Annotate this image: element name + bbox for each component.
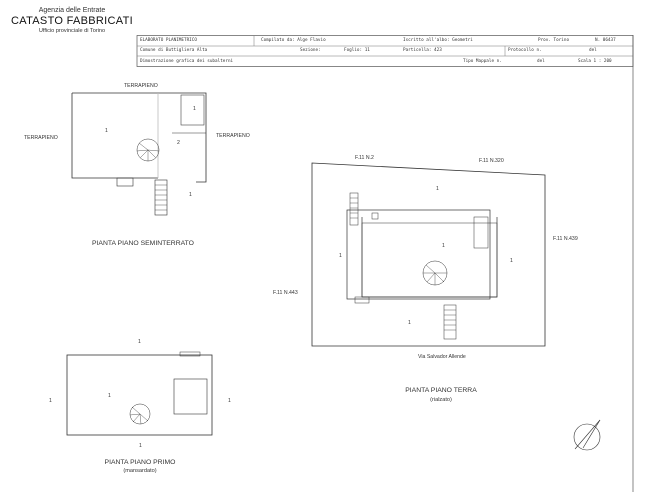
plan-seminterrato (71, 92, 207, 216)
plan-title-seminterrato: PIANTA PIANO SEMINTERRATO (92, 240, 194, 247)
sub-number: 1 (436, 186, 439, 192)
sub-number: 1 (108, 393, 111, 399)
plan-title-terra: PIANTA PIANO TERRA (405, 387, 477, 394)
map-date-label: del (537, 59, 545, 64)
parcel-number: Particella: 423 (403, 48, 442, 53)
street-name: Via Salvador Allende (418, 354, 466, 360)
sub-number: 1 (105, 128, 108, 134)
plan-subtitle-primo: (mansardato) (123, 468, 157, 474)
sub-number: 1 (442, 243, 445, 249)
agency-header: Agenzia delle Entrate CATASTO FABBRICATI… (8, 6, 136, 35)
office-name: Ufficio provinciale di Torino (38, 28, 106, 34)
municipality: Comune di Buttigliera Alta (140, 48, 208, 53)
label-terrapieno-right: TERRAPIENO (216, 133, 250, 139)
sub-number: 1 (339, 253, 342, 259)
catasto-title: CATASTO FABBRICATI (11, 15, 133, 27)
sub-number: 1 (49, 398, 52, 404)
sub-number: 1 (408, 320, 411, 326)
province: Prov. Torino (538, 38, 570, 43)
plan-terra (311, 162, 546, 347)
agency-name: Agenzia delle Entrate (38, 7, 106, 14)
sub-number: 1 (189, 192, 192, 198)
protocol-label: Protocollo n. (508, 48, 542, 53)
label-parcel-top-left: F.11 N.2 (355, 155, 374, 161)
label-parcel-right: F.11 N.439 (553, 236, 578, 242)
sub-number: 1 (228, 398, 231, 404)
plan-primo (66, 351, 213, 436)
sheet-number: Foglio: 11 (344, 48, 370, 53)
description: Dimostrazione grafica dei subalterni (140, 59, 234, 64)
sub-number: 1 (138, 339, 141, 345)
practice-number: N. 06437 (595, 38, 616, 43)
sub-number: 1 (193, 106, 196, 112)
compiled-by: Compilato da: Alge Flavio (261, 38, 326, 43)
section-label: Sezione: (300, 48, 321, 53)
doc-type: ELABORATO PLANIMETRICO (140, 38, 197, 43)
north-arrow-icon (573, 419, 601, 451)
sub-number: 1 (139, 443, 142, 449)
label-terrapieno-left: TERRAPIENO (24, 135, 58, 141)
map-type: Tipo Mappale n. (463, 59, 502, 64)
protocol-date-label: del (589, 48, 597, 53)
label-parcel-top-right: F.11 N.320 (479, 158, 504, 164)
registered: Iscritto all'albo: Geometri (403, 38, 473, 43)
plan-title-primo: PIANTA PIANO PRIMO (104, 459, 176, 466)
sub-number: 2 (177, 140, 180, 146)
sub-number: 1 (510, 258, 513, 264)
plan-subtitle-terra: (rialzato) (430, 397, 452, 403)
scale: Scala 1 : 200 (578, 59, 612, 64)
label-terrapieno-top: TERRAPIENO (124, 83, 158, 89)
label-parcel-left: F.11 N.443 (273, 290, 298, 296)
